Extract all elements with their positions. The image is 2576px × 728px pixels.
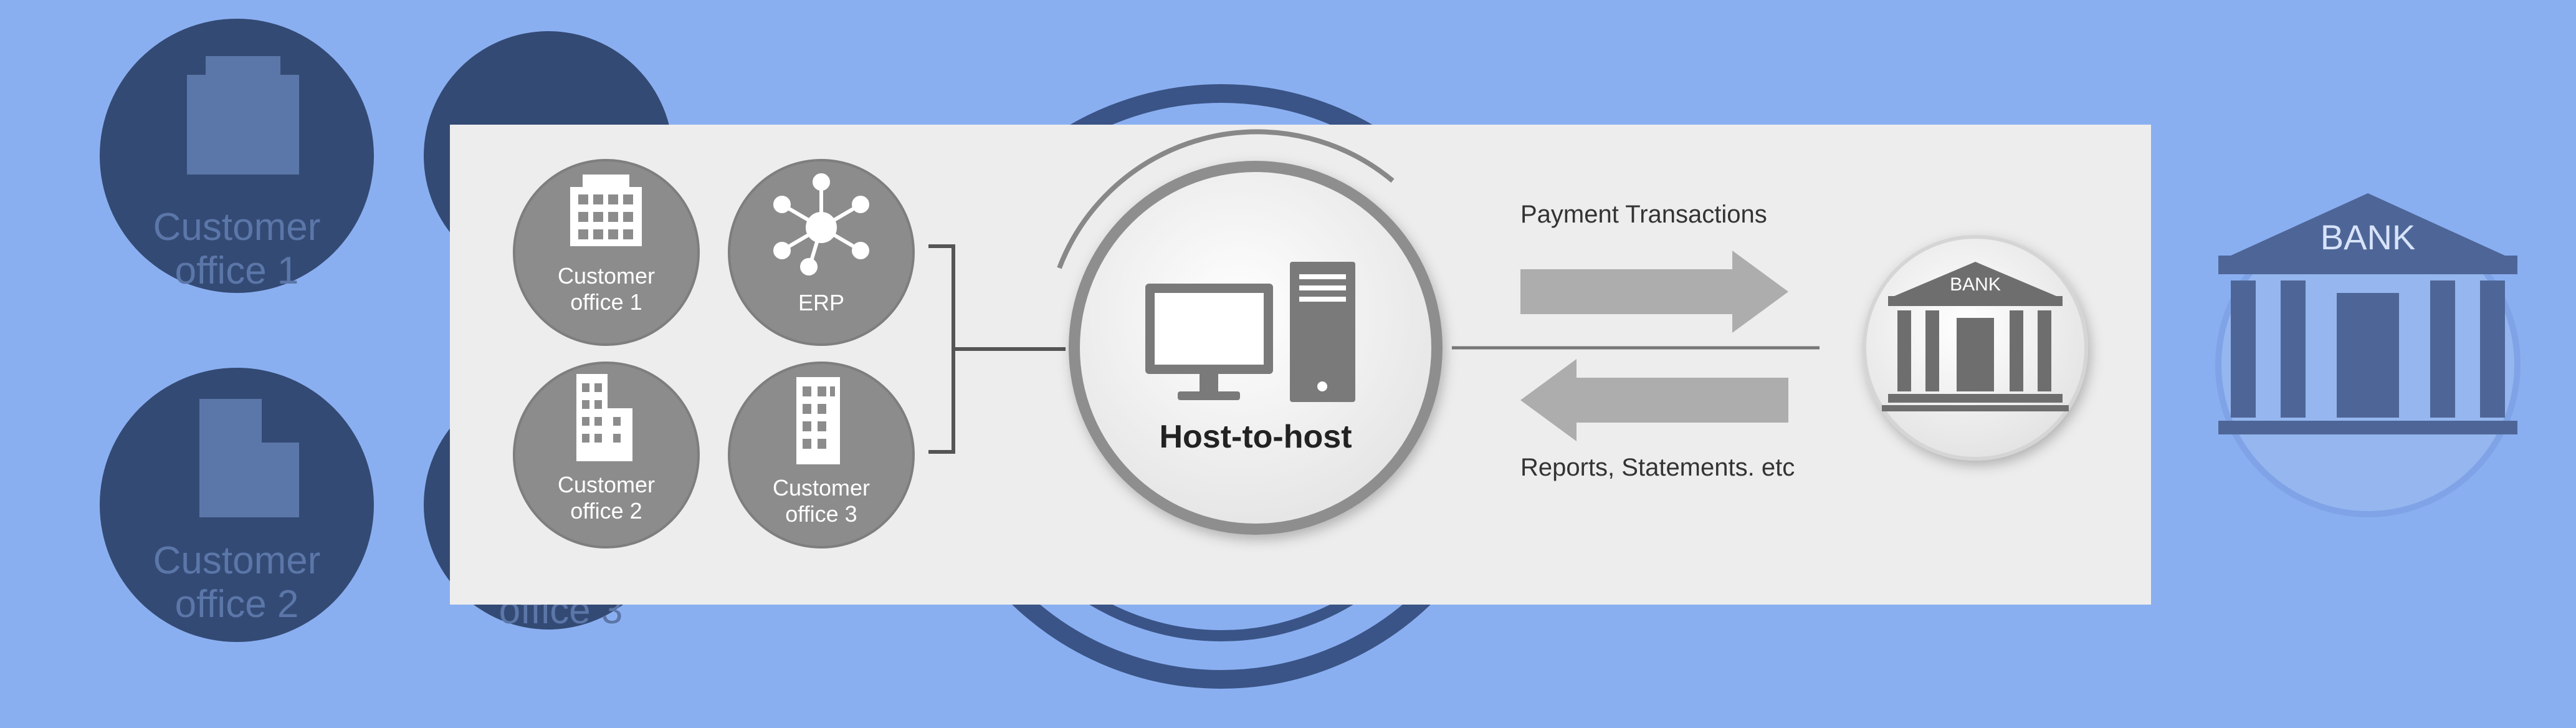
node-customer-office-1: Customer office 1 [513, 159, 700, 346]
node-label: ERP [798, 290, 844, 315]
computer-icon [1145, 262, 1355, 402]
hub-label: Host-to-host [1159, 419, 1352, 455]
node-customer-office-3: Customer office 3 [728, 362, 915, 548]
building-icon [796, 377, 840, 464]
network-icon [773, 173, 869, 275]
svg-text:office 1: office 1 [175, 249, 299, 292]
background-office-2: Customer office 2 [100, 368, 374, 642]
background-bank: BANK [2215, 193, 2521, 517]
bank-node: BANK [1863, 235, 2088, 461]
node-customer-office-2: Customer office 2 [513, 362, 700, 548]
node-erp: ERP [728, 159, 915, 346]
connector-bracket [928, 244, 1066, 454]
bank-icon [2218, 193, 2517, 434]
building-icon [199, 399, 299, 517]
building-icon [570, 175, 642, 246]
hub-host-to-host: Host-to-host [1057, 129, 1443, 535]
svg-text:Customer: Customer [153, 206, 321, 249]
node-label: office 2 [570, 498, 642, 524]
node-label: Customer [558, 263, 655, 289]
bank-icon [1882, 262, 2069, 411]
node-label: office 3 [785, 501, 857, 527]
svg-text:office 2: office 2 [175, 583, 299, 626]
bank-label: BANK [1950, 274, 2001, 295]
svg-text:Customer: Customer [153, 539, 321, 582]
node-label: Customer [773, 475, 870, 501]
building-icon [187, 56, 299, 175]
building-icon [576, 374, 632, 461]
incoming-label: Reports, Statements. etc [1520, 454, 1795, 481]
outgoing-arrow [1520, 251, 1788, 333]
incoming-arrow [1520, 359, 1788, 441]
hub-outer-arc [1057, 129, 1395, 269]
outgoing-label: Payment Transactions [1520, 201, 1767, 228]
node-label: Customer [558, 472, 655, 497]
svg-text:BANK: BANK [2321, 218, 2416, 257]
background-office-1: Customer office 1 [100, 19, 374, 293]
node-label: office 1 [570, 289, 642, 315]
